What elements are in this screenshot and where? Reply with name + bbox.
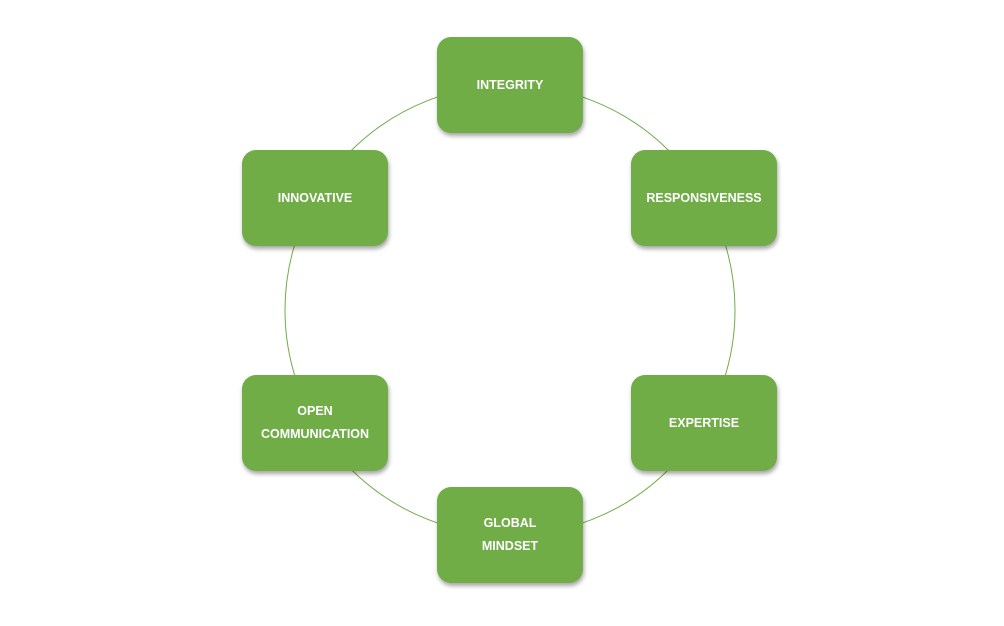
node-label: INTEGRITY [476, 77, 544, 92]
node-label: RESPONSIVENESS [646, 190, 762, 205]
node-open-communication: OPEN COMMUNICATION [242, 375, 388, 471]
node-label: OPEN COMMUNICATION [260, 404, 370, 441]
node-label: GLOBAL MINDSET [481, 516, 539, 553]
node-label: INNOVATIVE [277, 190, 353, 205]
node-responsiveness: RESPONSIVENESS [631, 150, 777, 246]
node-global-mindset: GLOBAL MINDSET [437, 487, 583, 583]
node-integrity: INTEGRITY [437, 37, 583, 133]
node-expertise: EXPERTISE [631, 375, 777, 471]
node-label: EXPERTISE [668, 415, 740, 430]
node-innovative: INNOVATIVE [242, 150, 388, 246]
